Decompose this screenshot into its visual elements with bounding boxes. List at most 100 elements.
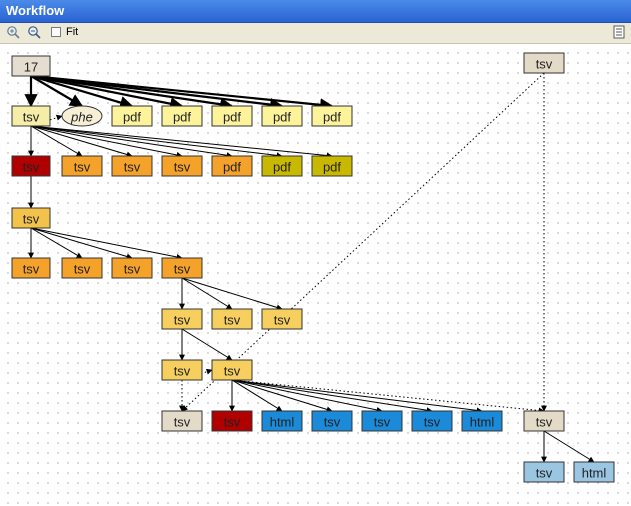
node-n17[interactable]: 17: [11, 55, 51, 77]
node-label: tsv: [23, 212, 40, 227]
node-label: tsv: [536, 466, 553, 481]
edge-r3-r4d: [30, 227, 183, 260]
edge-r6b-r7d: [231, 379, 333, 413]
node-label: tsv: [374, 415, 391, 430]
node-r2f[interactable]: pdf: [261, 155, 303, 177]
node-phe[interactable]: phe: [61, 105, 103, 127]
node-box: [261, 410, 303, 432]
node-box: [211, 359, 253, 381]
node-r4b[interactable]: tsv: [61, 257, 103, 279]
node-r4d[interactable]: tsv: [161, 257, 203, 279]
node-box: [161, 155, 203, 177]
node-p1[interactable]: pdf: [111, 105, 153, 127]
edge-r7h-r8b: [543, 430, 595, 463]
edge-r6b-r7e: [231, 379, 383, 413]
node-r8a[interactable]: tsv: [523, 461, 565, 483]
node-label: tsv: [536, 57, 553, 72]
node-r7f[interactable]: tsv: [411, 410, 453, 432]
fit-checkbox[interactable]: [51, 27, 61, 37]
node-label: 17: [24, 60, 38, 75]
node-r4c[interactable]: tsv: [111, 257, 153, 279]
node-p2[interactable]: pdf: [161, 105, 203, 127]
node-box: [11, 155, 51, 177]
node-box: [411, 410, 453, 432]
edge-n17-p5: [30, 74, 334, 112]
node-label: tsv: [174, 364, 191, 379]
edge-r6b-r7g: [231, 379, 483, 414]
node-r3[interactable]: tsv: [11, 207, 51, 229]
node-box: [261, 105, 303, 127]
node-box: [111, 155, 153, 177]
edge-r6b-r7f: [231, 379, 433, 414]
node-label: tsv: [23, 262, 40, 277]
node-label: pdf: [173, 110, 191, 125]
edge-n17-p2: [30, 74, 184, 111]
zoom-out-icon[interactable]: [27, 25, 41, 39]
node-r5a[interactable]: tsv: [161, 308, 203, 330]
node-label: tsv: [74, 262, 91, 277]
node-box: [111, 257, 153, 279]
node-label: pdf: [223, 110, 241, 125]
node-box: [311, 155, 353, 177]
node-box: [61, 257, 103, 279]
node-label: tsv: [23, 110, 40, 125]
node-t_right[interactable]: tsv: [523, 52, 565, 74]
edge-r6b-r7h: [231, 379, 545, 414]
node-r7a[interactable]: tsv: [161, 410, 203, 432]
node-r2c[interactable]: tsv: [111, 155, 153, 177]
node-box: [161, 257, 203, 279]
node-r2e[interactable]: pdf: [211, 155, 253, 177]
node-r2b[interactable]: tsv: [61, 155, 103, 177]
node-r7b[interactable]: tsv: [211, 410, 253, 432]
edge-t_right-r7a: [181, 72, 545, 412]
node-label: html: [270, 415, 295, 430]
node-label: tsv: [224, 415, 241, 430]
node-p5[interactable]: pdf: [311, 105, 353, 127]
node-r2g[interactable]: pdf: [311, 155, 353, 177]
node-r8b[interactable]: html: [573, 461, 615, 483]
node-label: pdf: [123, 110, 141, 125]
node-t1[interactable]: tsv: [11, 105, 51, 127]
node-r7c[interactable]: html: [261, 410, 303, 432]
node-box: [161, 410, 203, 432]
node-label: tsv: [174, 313, 191, 328]
edge-t1-r2f: [30, 125, 283, 159]
node-box: [311, 105, 353, 127]
node-label: pdf: [223, 160, 241, 175]
node-r7g[interactable]: html: [461, 410, 503, 432]
node-r7e[interactable]: tsv: [361, 410, 403, 432]
node-r2a[interactable]: tsv: [11, 155, 51, 177]
node-r6b[interactable]: tsv: [211, 359, 253, 381]
node-box: [61, 155, 103, 177]
node-label: tsv: [324, 415, 341, 430]
node-box: [161, 308, 203, 330]
node-r6a[interactable]: tsv: [161, 359, 203, 381]
node-label: html: [470, 415, 495, 430]
list-options-icon[interactable]: [612, 25, 626, 39]
node-label: phe: [70, 110, 93, 125]
node-label: tsv: [74, 160, 91, 175]
node-r2d[interactable]: tsv: [161, 155, 203, 177]
node-r4a[interactable]: tsv: [11, 257, 51, 279]
node-p4[interactable]: pdf: [261, 105, 303, 127]
node-r7h[interactable]: tsv: [523, 410, 565, 432]
node-box: [361, 410, 403, 432]
toolbar: Fit: [0, 23, 631, 44]
node-box: [261, 308, 303, 330]
node-r5b[interactable]: tsv: [211, 308, 253, 330]
edge-n17-p1: [30, 74, 134, 109]
node-p3[interactable]: pdf: [211, 105, 253, 127]
node-box: [61, 105, 103, 127]
node-box: [211, 105, 253, 127]
node-label: tsv: [174, 262, 191, 277]
node-r7d[interactable]: tsv: [311, 410, 353, 432]
zoom-in-icon[interactable]: [6, 25, 20, 39]
node-box: [523, 461, 565, 483]
node-label: tsv: [124, 160, 141, 175]
fit-label: Fit: [66, 26, 79, 38]
node-label: tsv: [174, 415, 191, 430]
node-label: tsv: [224, 313, 241, 328]
node-r5c[interactable]: tsv: [261, 308, 303, 330]
